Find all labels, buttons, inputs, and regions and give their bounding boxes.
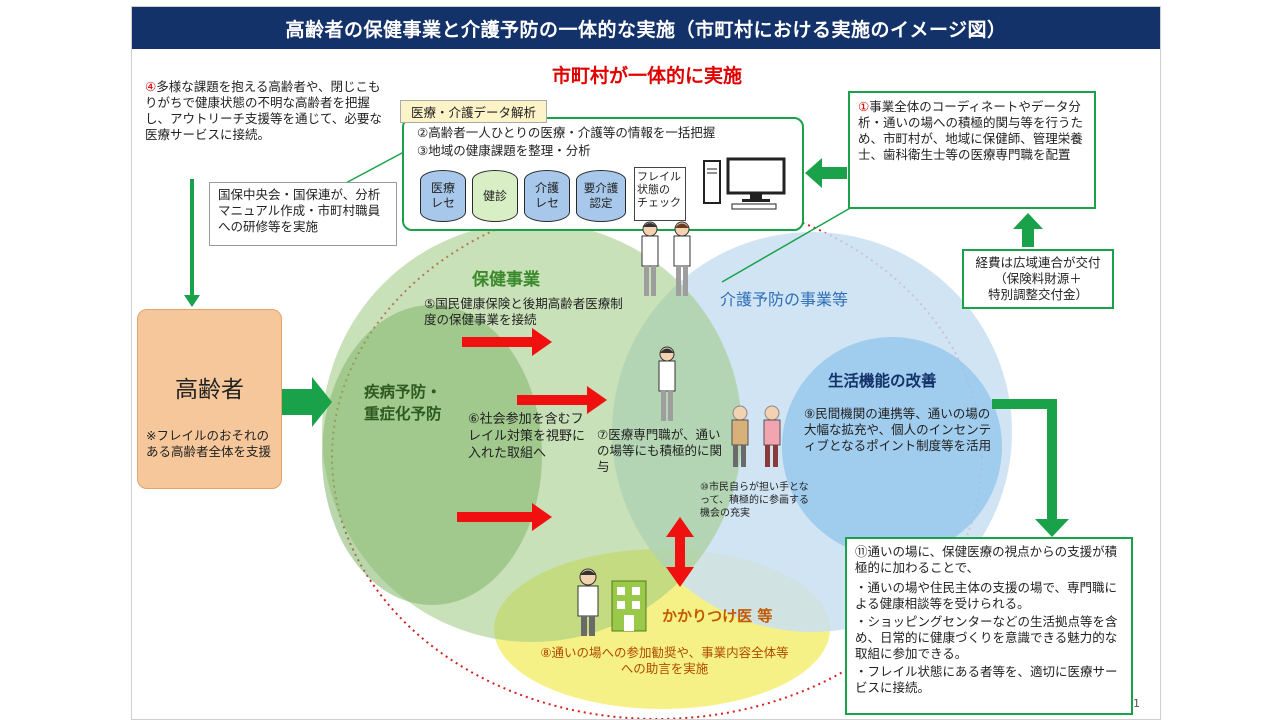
disease-prevention-label: 疾病予防・ 重症化予防 <box>364 383 442 423</box>
note-9: ⑨民間機関の連携等、通いの場の大幅な拡充や、個人のインセンティブとなるポイント制… <box>804 406 992 453</box>
note-11-bullet-2: ・ショッピングセンターなどの生活拠点等を含め、日常的に健康づくりを意識できる魅力… <box>855 614 1118 661</box>
funding-box: 経費は広域連合が交付 （保険料財源＋ 特別調整交付金） <box>962 249 1114 309</box>
disease-circle <box>322 305 542 605</box>
elderly-box: 高齢者 ※フレイルのおそれのある高齢者全体を支援 <box>137 309 282 489</box>
note-4: ④多様な課題を抱える高齢者や、閉じこもりがちで健康状態の不明な高齢者を把握し、ア… <box>145 79 385 143</box>
note-8: ⑧通いの場への参加勧奨や、事業内容全体等への助言を実施 <box>540 645 789 676</box>
data-analysis-line3: ③地域の健康課題を整理・分析 <box>417 143 591 158</box>
note-11-head: ⑪通いの場に、保健医療の視点からの支援が積極的に加わることで、 <box>855 544 1118 575</box>
note-1-text: 事業全体のコーディネートやデータ分析・通いの場への積極的関与等を行うため、市町村… <box>858 99 1084 162</box>
note-4-text: 多様な課題を抱える高齢者や、閉じこもりがちで健康状態の不明な高齢者を把握し、アウ… <box>145 79 382 142</box>
note-4-number: ④ <box>145 79 157 94</box>
page-title: 高齢者の保健事業と介護予防の一体的な実施（市町村における実施のイメージ図） <box>132 7 1160 49</box>
elderly-note: ※フレイルのおそれのある高齢者全体を支援 <box>146 428 272 459</box>
note-11: ⑪通いの場に、保健医療の視点からの支援が積極的に加わることで、 ・通いの場や住民… <box>845 537 1133 715</box>
doctor-icon <box>577 568 599 636</box>
note-7: ⑦医療専門職が、通いの場等にも積極的に関与 <box>597 427 723 474</box>
note-10: ⑩市民自らが担い手となって、積極的に参画する機会の充実 <box>700 482 809 519</box>
care-circle-label: 介護予防の事業等 <box>720 290 849 309</box>
note-5: ⑤国民健康保険と後期高齢者医療制度の保健事業を接続 <box>424 296 623 327</box>
care-certification-cylinder: 要介護 認定 <box>576 170 626 222</box>
care-receipt-cylinder: 介護 レセ <box>524 170 570 222</box>
doctor-label: かかりつけ医 等 <box>662 607 773 625</box>
checkup-cylinder: 健診 <box>472 170 518 222</box>
specialist-icon <box>658 346 676 421</box>
elderly-title: 高齢者 <box>175 377 244 403</box>
note-6: ⑥社会参加を含むフレイル対策を視野に入れた取組へ <box>468 412 586 461</box>
note-11-bullet-3: ・フレイル状態にある者等を、適切に医療サービスに接続。 <box>855 664 1118 695</box>
staff-pair-icon <box>641 221 691 296</box>
data-analysis-line2: ②高齢者一人ひとりの医療・介護等の情報を一括把握 <box>417 125 716 140</box>
page-number: 1 <box>1133 697 1140 710</box>
note-1: ①事業全体のコーディネートやデータ分析・通いの場への積極的関与等を行うため、市町… <box>848 91 1096 209</box>
elderly-couple-icon <box>731 405 781 467</box>
life-function-label: 生活機能の改善 <box>828 372 937 390</box>
note-1-number: ① <box>858 99 870 114</box>
frailty-check-sheet: フレイル 状態の チェック <box>634 167 686 221</box>
clinic-building-icon <box>611 580 647 632</box>
kokuho-box: 国保中央会・国保連が、分析マニュアル作成・市町村職員への研修等を実施 <box>209 182 397 246</box>
health-circle-label: 保健事業 <box>472 270 540 290</box>
note-11-bullet-1: ・通いの場や住民主体の支援の場で、専門職による健康相談等を受けられる。 <box>855 580 1118 611</box>
slide: 高齢者の保健事業と介護予防の一体的な実施（市町村における実施のイメージ図） <box>131 6 1161 720</box>
data-analysis-tab: 医療・介護データ解析 <box>400 100 548 123</box>
life-circle <box>782 337 1002 557</box>
medical-receipt-cylinder: 医療 レセ <box>420 170 466 222</box>
computer-icon <box>703 157 786 210</box>
headline: 市町村が一体的に実施 <box>551 65 742 87</box>
diagram-shapes <box>184 136 1069 719</box>
